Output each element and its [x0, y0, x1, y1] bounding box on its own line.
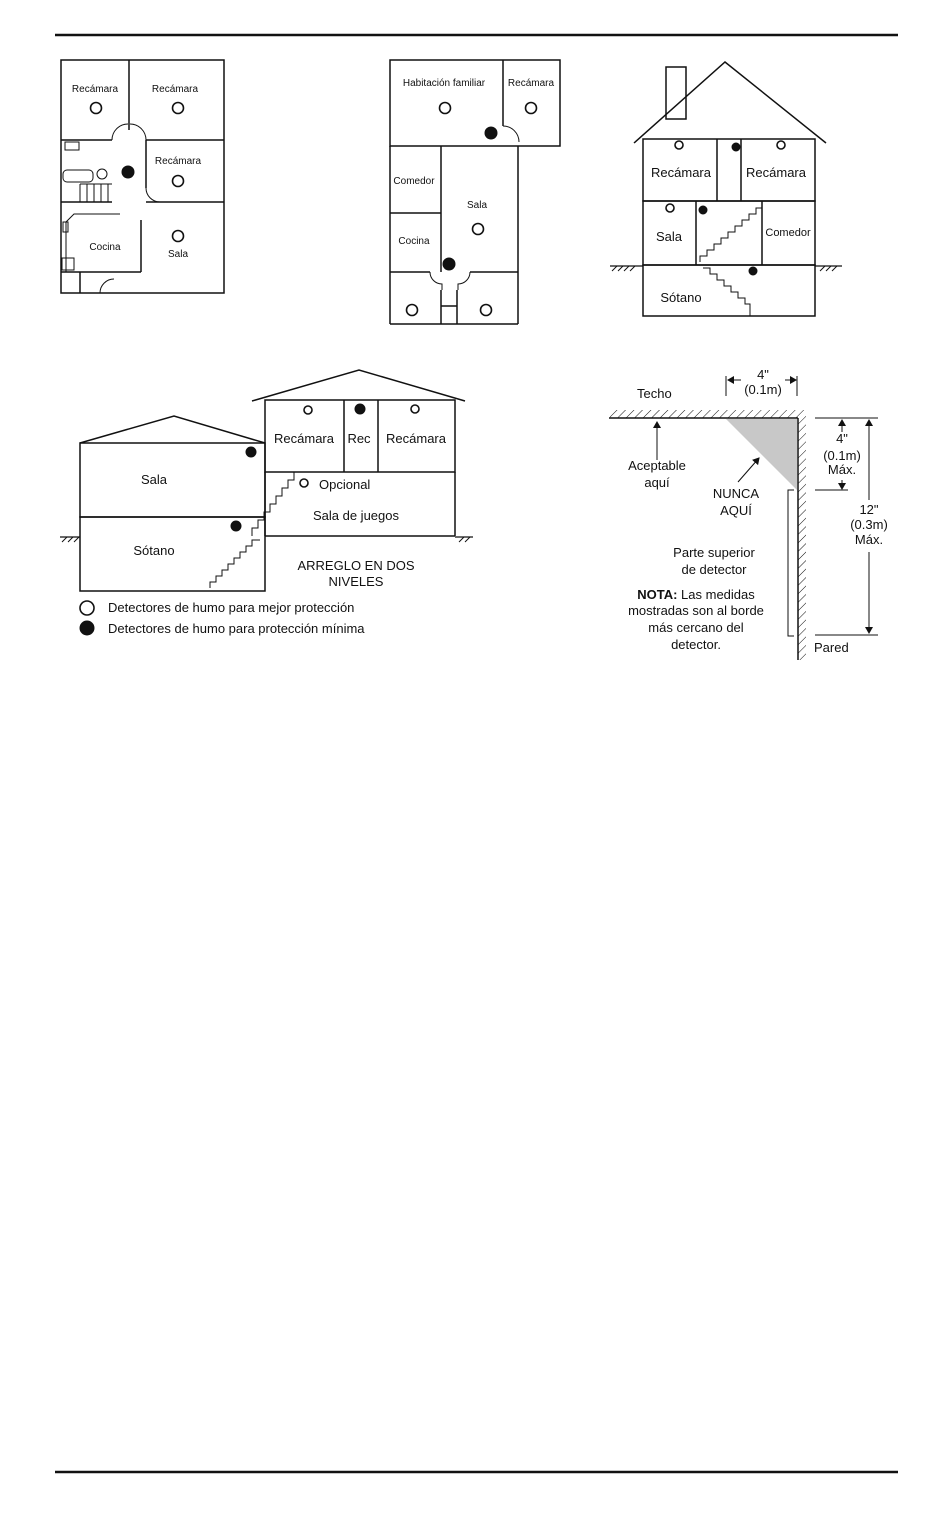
detector-solid [230, 520, 242, 532]
split-level-section: Sala Sótano Recámara Rec Recámara Opcion… [60, 369, 473, 592]
legend-solid-circle-icon [79, 620, 95, 636]
room-label-bedroom-left: Recámara [274, 431, 335, 446]
detector-top-label-line2: de detector [681, 562, 747, 577]
room-label-bedroom-2: Recámara [152, 84, 199, 95]
detector-open [674, 140, 684, 150]
detector-open [89, 101, 103, 115]
legend: Detectores de humo para mejor protección… [79, 600, 365, 636]
room-label-bedroom-1: Recámara [72, 84, 119, 95]
floorplan-b: Habitación familiar Recámara Comedor Sal… [389, 59, 561, 325]
side-dimension-metric: (0.1m) [823, 448, 861, 463]
note-line2: mostradas son al borde [628, 603, 764, 618]
room-label-kitchen: Cocina [398, 236, 430, 247]
max-dimension-max: Máx. [855, 532, 883, 547]
side-dimension-value: 4" [836, 431, 848, 446]
detector-solid [121, 165, 135, 179]
house-section: Recámara Recámara Sala Comedor Sótano [610, 61, 842, 317]
detector-open [479, 303, 493, 317]
split-level-caption-line1: ARREGLO EN DOS [297, 558, 414, 573]
detector-solid [442, 257, 456, 271]
detector-solid [748, 266, 758, 276]
detector-open [524, 101, 538, 115]
detector-open [171, 229, 185, 243]
room-label-bedroom-right: Recámara [386, 431, 447, 446]
detector-open [410, 404, 420, 414]
mounting-diagram: Techo 4" (0.1m) Aceptable aquí NUNCA AQU… [609, 367, 888, 660]
room-label-living: Sala [467, 200, 487, 211]
room-label-living: Sala [168, 249, 188, 260]
acceptable-label-line1: Aceptable [628, 458, 686, 473]
side-dimension-max: Máx. [828, 462, 856, 477]
detector-solid [245, 446, 257, 458]
optional-label: Opcional [319, 477, 370, 492]
room-label-bedroom-left: Recámara [651, 165, 712, 180]
detector-open [303, 405, 313, 415]
room-label-living: Sala [656, 229, 683, 244]
room-label-bedroom-right: Recámara [746, 165, 807, 180]
detector-open [471, 222, 485, 236]
detector-open [171, 101, 185, 115]
room-label-bedroom-3: Recámara [155, 156, 202, 167]
never-here-label-line2: AQUÍ [720, 503, 752, 518]
detector-open [438, 101, 452, 115]
never-here-zone [726, 419, 797, 490]
detector-solid [731, 142, 741, 152]
room-label-dining: Comedor [393, 176, 435, 187]
ceiling-label: Techo [637, 386, 672, 401]
note-line1: NOTA: Las medidas [637, 587, 755, 602]
detector-top-label-line1: Parte superior [673, 545, 755, 560]
room-label-basement: Sótano [133, 543, 174, 558]
max-dimension-metric: (0.3m) [850, 517, 888, 532]
max-dimension-value: 12" [859, 502, 878, 517]
room-label-rec: Rec [347, 431, 371, 446]
legend-open-label: Detectores de humo para mejor protección [108, 600, 354, 615]
room-label-basement: Sótano [660, 290, 701, 305]
split-level-caption-line2: NIVELES [329, 574, 384, 589]
detector-open [665, 203, 675, 213]
never-here-label-line1: NUNCA [713, 486, 760, 501]
detector-solid [484, 126, 498, 140]
detector-solid [698, 205, 708, 215]
detector-open [171, 174, 185, 188]
floorplan-a: Recámara Recámara Recámara Cocina Sala [60, 59, 225, 294]
room-label-game-room: Sala de juegos [313, 508, 400, 523]
room-label-living: Sala [141, 472, 168, 487]
detector-open [776, 140, 786, 150]
wall-label: Pared [814, 640, 849, 655]
detector-solid [354, 403, 366, 415]
room-label-family: Habitación familiar [403, 78, 486, 89]
legend-solid-label: Detectores de humo para protección mínim… [108, 621, 365, 636]
note-line3: más cercano del [648, 620, 743, 635]
detector-open [405, 303, 419, 317]
top-dimension-metric: (0.1m) [744, 382, 782, 397]
room-label-dining: Comedor [765, 227, 811, 239]
detector-open [299, 478, 309, 488]
acceptable-label-line2: aquí [644, 475, 670, 490]
room-label-bedroom: Recámara [508, 78, 555, 89]
room-label-kitchen: Cocina [89, 242, 121, 253]
top-dimension-value: 4" [757, 367, 769, 382]
note-line4: detector. [671, 637, 721, 652]
legend-open-circle-icon [79, 600, 95, 616]
